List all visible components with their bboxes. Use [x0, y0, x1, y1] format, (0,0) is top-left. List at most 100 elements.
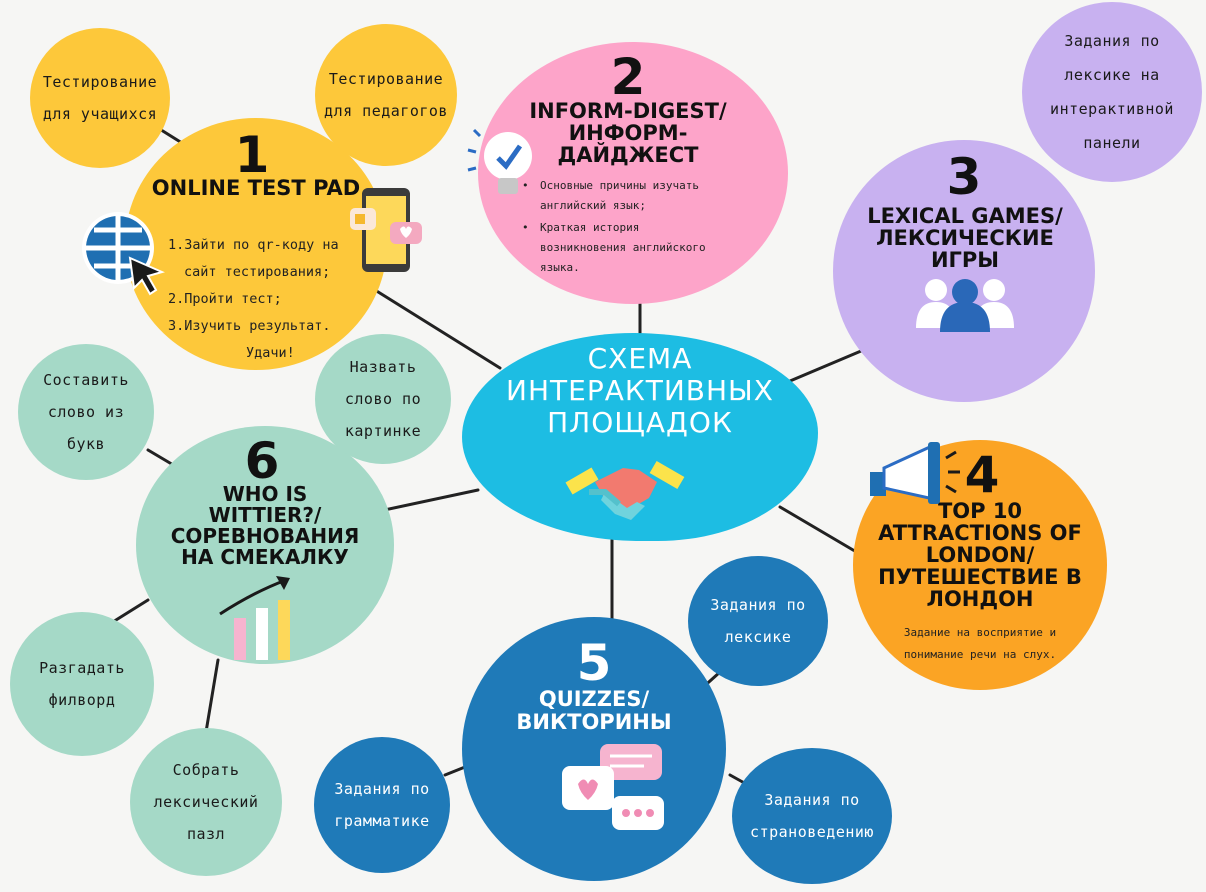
sat-text: страноведению — [750, 823, 874, 841]
sat-text: Задания по — [1064, 32, 1160, 50]
megaphone-icon — [870, 442, 960, 504]
sat-text: лексике — [724, 628, 792, 646]
node6-title-line: СОРЕВНОВАНИЯ — [170, 524, 360, 548]
node4-desc: Задание на восприятие и понимание речи н… — [868, 622, 1092, 666]
chat-bubbles-icon — [562, 744, 664, 830]
sat-text: лексике на — [1064, 66, 1160, 84]
sat-text: грамматике — [334, 812, 430, 830]
sat-lexis-panel: Задания по лексике на интерактивной пане… — [1022, 2, 1202, 182]
sat-text: Назвать — [349, 358, 417, 376]
node3-title-line: ЛЕКСИЧЕСКИЕ — [876, 226, 1054, 250]
center-title-line: СХЕМА — [587, 342, 693, 375]
center-title-line: ИНТЕРАКТИВНЫХ — [506, 374, 774, 407]
node3-title-line: ИГРЫ — [930, 248, 1000, 272]
step-item: 1.Зайти по qr-коду на — [168, 237, 339, 253]
node2-title-line: ИНФОРМ- — [568, 121, 688, 145]
bullet-line: Краткая история — [540, 221, 640, 234]
node6-title-line: НА СМЕКАЛКУ — [181, 545, 349, 569]
sat-text: Тестирование — [42, 73, 158, 91]
sat-wordsearch: Разгадать филворд — [10, 612, 154, 756]
bullet-line: английский язык; — [540, 199, 646, 212]
bullet-item: Основные причины изучать английский язык… — [518, 176, 758, 216]
sat-students: Тестирование для учащихся — [30, 28, 170, 168]
node1-number: 1 — [234, 126, 270, 184]
sat-text: Составить — [43, 371, 129, 389]
sat-text: Тестирование — [328, 70, 444, 88]
sat-text: картинке — [344, 422, 422, 440]
sat-text: лексический — [153, 793, 259, 811]
node1-steps: 1.Зайти по qr-коду на сайт тестирования;… — [168, 232, 368, 367]
node3-number: 3 — [946, 148, 982, 206]
bullet-line: Основные причины изучать — [540, 179, 699, 192]
sat-teachers: Тестирование для педагогов — [315, 24, 457, 166]
bullet-line: возникновения английского — [540, 241, 706, 254]
link-node6-puzzle — [203, 658, 220, 740]
lightbulb-check-icon — [467, 128, 532, 194]
step-item: 3.Изучить результат. — [168, 318, 331, 334]
sat-text: филворд — [48, 691, 116, 709]
link-center-node6 — [373, 488, 480, 514]
step-item: сайт тестирования; — [184, 264, 331, 280]
sat-text: слово из — [47, 403, 125, 421]
node1-title: ONLINE TEST PAD — [151, 176, 361, 200]
sat-text: слово по — [344, 390, 422, 408]
bullet-line: языка. — [540, 261, 580, 274]
node4-desc-line: понимание речи на слух. — [903, 648, 1057, 661]
node3-circle — [833, 140, 1095, 402]
people-group-icon — [916, 279, 1014, 332]
sat-text: для педагогов — [324, 102, 448, 120]
node5-number: 5 — [576, 634, 612, 692]
sat-make-word: Составить слово из букв — [18, 344, 154, 480]
center-title: СХЕМА ИНТЕРАКТИВНЫХ ПЛОЩАДОК — [462, 343, 818, 439]
sat-text: Задания по — [710, 596, 806, 614]
link-students-node1 — [156, 126, 184, 145]
sat-text: букв — [66, 435, 106, 453]
node4-title-line: TOP 10 — [937, 499, 1023, 523]
sat-country: Задания по страноведению — [732, 748, 892, 884]
node6-title-line: WITTIER?/ — [208, 503, 322, 527]
node2-number: 2 — [610, 48, 646, 106]
sat-text: Разгадать — [39, 659, 125, 677]
sat-grammar: Задания по грамматике — [314, 737, 450, 873]
sat-text: Задания по — [764, 791, 860, 809]
node4-title-line: ПУТЕШЕСТВИЕ В — [878, 565, 1082, 589]
growth-chart-icon — [219, 576, 290, 660]
center-title-line: ПЛОЩАДОК — [547, 406, 733, 439]
node4-title: TOP 10 ATTRACTIONS OF LONDON/ ПУТЕШЕСТВИ… — [853, 500, 1107, 610]
sat-name-word: Назвать слово по картинке — [315, 334, 451, 464]
node5-title-line: ВИКТОРИНЫ — [516, 710, 672, 734]
globe-cursor-icon — [82, 212, 165, 296]
node5-title: QUIZZES/ ВИКТОРИНЫ — [462, 688, 726, 734]
node4-title-line: LONDON/ — [925, 543, 1035, 567]
node5-title-line: QUIZZES/ — [538, 687, 650, 711]
sat-text: для учащихся — [42, 105, 158, 123]
sat-text: Задания по — [334, 780, 430, 798]
sat-puzzle: Собрать лексический пазл — [130, 728, 282, 876]
node2-title-line: ДАЙДЖЕСТ — [557, 143, 699, 167]
node2-title: INFORM-DIGEST/ ИНФОРМ- ДАЙДЖЕСТ — [508, 100, 748, 166]
link-node1-center — [373, 288, 502, 370]
sat-text: Собрать — [172, 761, 240, 779]
node2-title-line: INFORM-DIGEST/ — [529, 99, 727, 123]
sat-text: пазл — [186, 825, 226, 843]
step-item: 2.Пройти тест; — [168, 291, 282, 307]
node4-number: 4 — [964, 446, 1000, 504]
node2-bullets: Основные причины изучать английский язык… — [518, 176, 758, 278]
node6-title: WHO IS WITTIER?/ СОРЕВНОВАНИЯ НА СМЕКАЛК… — [136, 484, 394, 568]
node4-title-line: ЛОНДОН — [926, 587, 1034, 611]
bullet-item: Краткая история возникновения английског… — [518, 218, 758, 278]
sat-lexis: Задания по лексике — [688, 556, 828, 686]
node6-number: 6 — [244, 432, 280, 490]
sat-text: интерактивной — [1050, 100, 1174, 118]
node4-desc-line: Задание на восприятие и — [903, 626, 1057, 639]
node3-title: LEXICAL GAMES/ ЛЕКСИЧЕСКИЕ ИГРЫ — [845, 205, 1085, 271]
sat-text: панели — [1083, 134, 1141, 152]
node1-circle — [125, 118, 387, 370]
node6-title-line: WHO IS — [222, 482, 308, 506]
node3-title-line: LEXICAL GAMES/ — [867, 204, 1063, 228]
node5-circle — [462, 617, 726, 881]
node4-title-line: ATTRACTIONS OF — [878, 521, 1082, 545]
phone-likes-icon — [350, 188, 422, 272]
step-item: Удачи! — [246, 345, 295, 361]
handshake-icon — [565, 460, 685, 520]
